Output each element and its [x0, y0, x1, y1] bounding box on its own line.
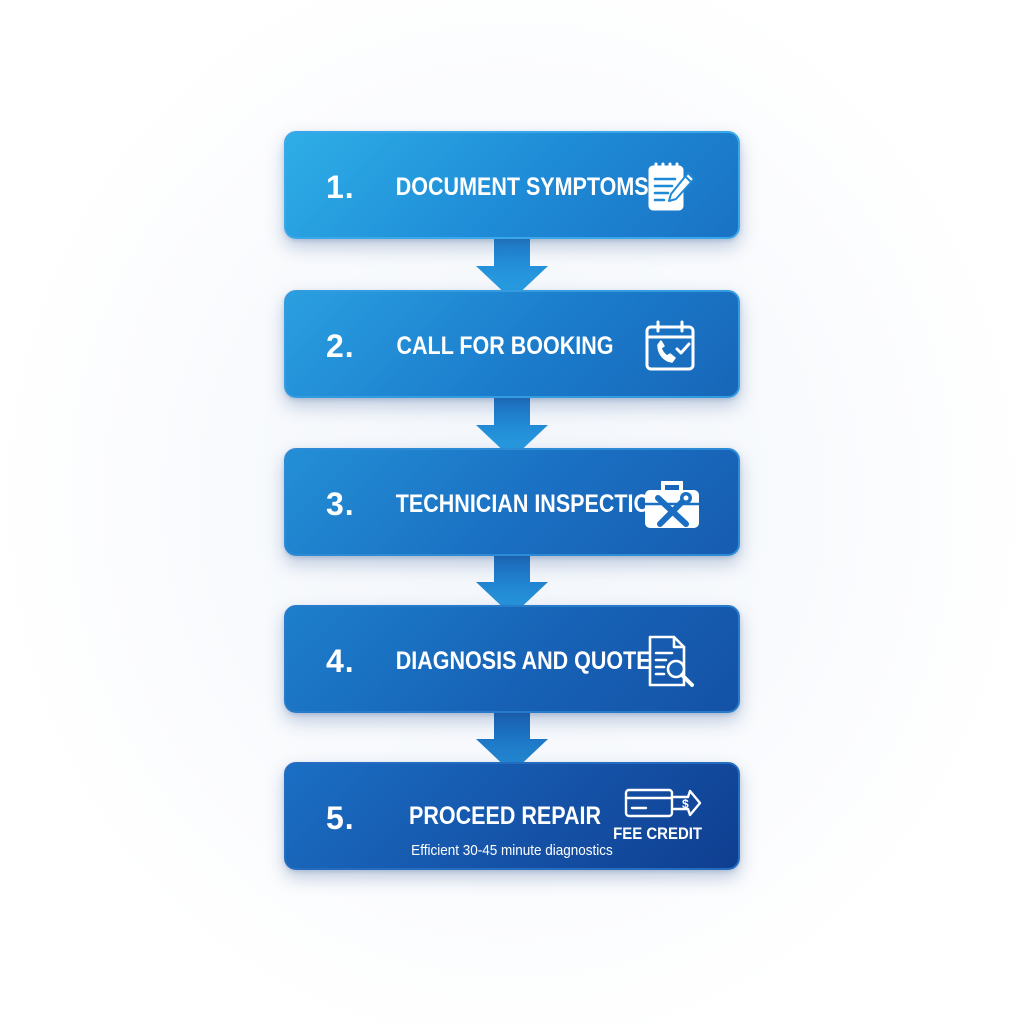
step-diagnosis-and-quote: 4. DIAGNOSIS AND QUOTE	[284, 605, 740, 713]
svg-text:$: $	[682, 797, 689, 811]
step-technician-inspection: 3. TECHNICIAN INSPECTION	[284, 448, 740, 556]
notepad-pencil-icon	[648, 162, 695, 211]
step-label: DIAGNOSIS AND QUOTE	[395, 647, 651, 675]
toolbox-wrench-icon	[645, 481, 699, 528]
step-number: 1.	[326, 169, 355, 205]
step-label: TECHNICIAN INSPECTION	[395, 490, 666, 518]
step-number: 3.	[326, 486, 355, 522]
step-number: 2.	[326, 328, 355, 364]
down-arrow-2	[476, 397, 548, 459]
diagnostics-note: Efficient 30-45 minute diagnostics	[411, 842, 613, 859]
step-label: CALL FOR BOOKING	[396, 332, 614, 360]
step-number: 5.	[326, 800, 355, 836]
credit-card-arrow-icon: $	[624, 788, 702, 818]
step-label: PROCEED REPAIR	[409, 802, 601, 830]
calendar-phone-icon	[645, 320, 695, 371]
step-call-for-booking: 2. CALL FOR BOOKING	[284, 290, 740, 398]
step-label: DOCUMENT SYMPTOMS	[395, 173, 649, 201]
down-arrow-1	[476, 238, 548, 300]
down-arrow-3	[476, 554, 548, 616]
fee-credit-badge: FEE CREDIT	[613, 824, 702, 843]
down-arrow-4	[476, 711, 548, 773]
step-document-symptoms: 1. DOCUMENT SYMPTOMS	[284, 131, 740, 239]
step-number: 4.	[326, 643, 355, 679]
document-magnifier-icon	[648, 635, 694, 687]
step-proceed-repair: 5. PROCEED REPAIR $ FEE CREDIT Efficient…	[284, 762, 740, 870]
